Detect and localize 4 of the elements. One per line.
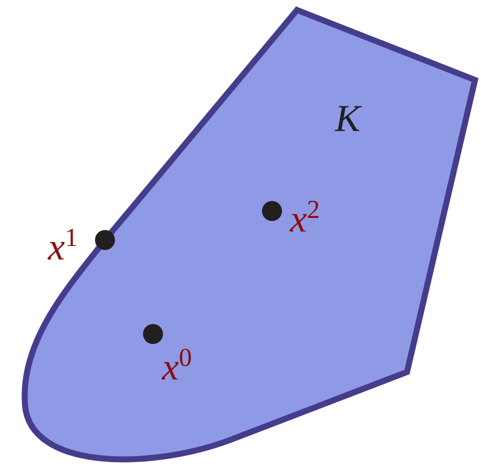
point-label: x$^{1}$ — [48, 225, 78, 267]
point-label: x$^{2}$ — [290, 197, 320, 239]
set-label: K — [335, 100, 360, 138]
point-label: x$^{0}$ — [162, 345, 192, 387]
